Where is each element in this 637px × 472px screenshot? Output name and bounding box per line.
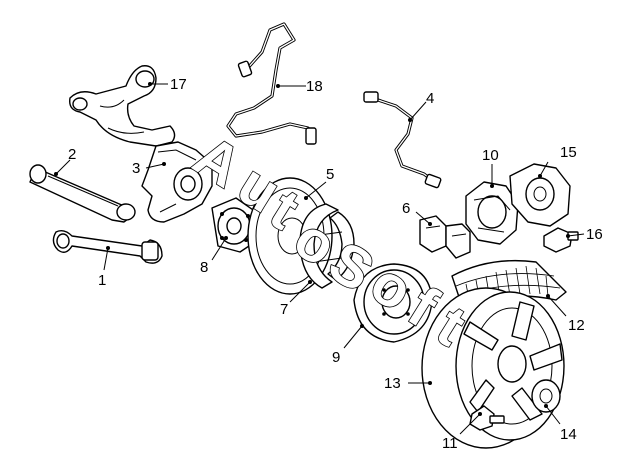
callout-10: 10 bbox=[482, 147, 499, 164]
callout-labels: 17 18 4 2 3 5 10 15 6 16 8 1 7 12 9 13 1… bbox=[68, 76, 603, 452]
callout-18: 18 bbox=[306, 78, 323, 95]
callout-11: 11 bbox=[442, 435, 458, 452]
callout-14: 14 bbox=[560, 426, 577, 443]
callout-16: 16 bbox=[586, 226, 603, 243]
callout-5: 5 bbox=[326, 166, 334, 183]
callout-17: 17 bbox=[170, 76, 187, 93]
callout-1: 1 bbox=[98, 272, 106, 289]
callout-4: 4 bbox=[426, 90, 434, 107]
wear-sensor-part bbox=[363, 91, 442, 189]
leader-lines bbox=[54, 82, 585, 435]
speed-sensor-cable-part bbox=[226, 22, 317, 145]
brake-caliper-part bbox=[465, 181, 519, 245]
parking-brake-shoes-part bbox=[299, 203, 355, 289]
brake-disc-part bbox=[353, 263, 433, 343]
trailing-link-part bbox=[29, 164, 136, 223]
callout-2: 2 bbox=[68, 146, 76, 163]
brake-pads-part bbox=[419, 215, 471, 259]
bleed-screw-part bbox=[543, 227, 579, 253]
wheel-hub-part bbox=[211, 197, 259, 253]
callout-15: 15 bbox=[560, 144, 577, 161]
callout-12: 12 bbox=[568, 317, 585, 334]
callout-6: 6 bbox=[402, 200, 410, 217]
callout-8: 8 bbox=[200, 259, 208, 276]
callout-7: 7 bbox=[280, 301, 288, 318]
upper-control-arm-part bbox=[69, 65, 176, 147]
wheel-knuckle-part bbox=[141, 141, 213, 223]
callout-13: 13 bbox=[384, 375, 401, 392]
hub-cap-part bbox=[531, 379, 561, 413]
callout-3: 3 bbox=[132, 160, 140, 177]
callout-9: 9 bbox=[332, 349, 340, 366]
caliper-carrier-part bbox=[509, 163, 571, 227]
